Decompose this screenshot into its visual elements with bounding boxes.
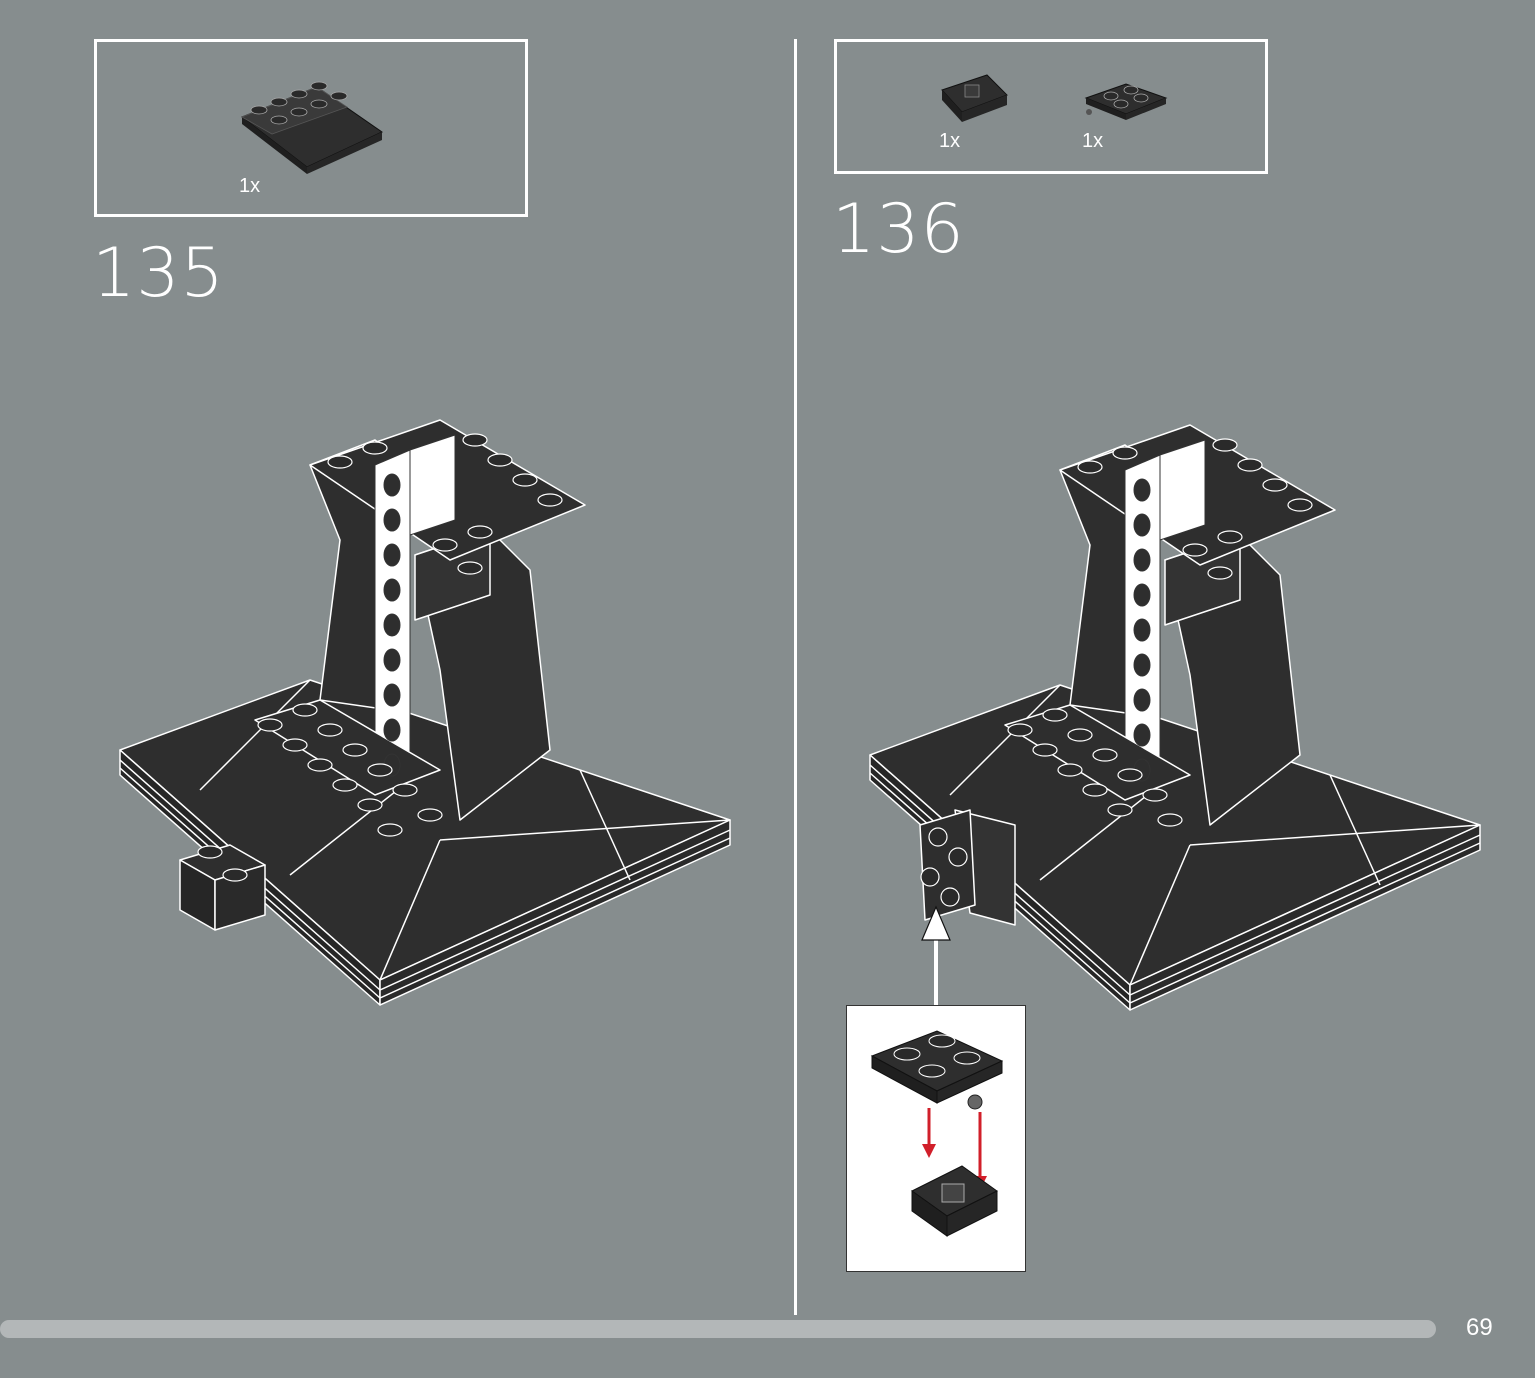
assembly-illustration-136	[869, 424, 1481, 1011]
sub-assembly-callout	[846, 1005, 1026, 1272]
part-quantity: 1x	[1082, 130, 1104, 152]
parts-list-135: 1x	[94, 39, 528, 217]
slope-brick-icon	[240, 81, 384, 174]
step-divider	[794, 39, 797, 1315]
part-quantity: 1x	[239, 175, 261, 197]
step-number: 135	[92, 234, 225, 313]
part-quantity: 1x	[939, 130, 961, 152]
hinge-plate-icon	[1084, 83, 1168, 120]
arrow-up-icon	[921, 905, 951, 1007]
parts-list-136: 1x 1x	[834, 39, 1268, 174]
step-number: 136	[832, 190, 965, 269]
page-number: 69	[1466, 1314, 1493, 1341]
hinge-subassembly-illustration	[870, 1030, 1004, 1237]
assembly-illustration-135	[119, 419, 731, 1006]
hinge-brick-icon	[941, 74, 1008, 122]
progress-bar	[0, 1320, 1436, 1338]
